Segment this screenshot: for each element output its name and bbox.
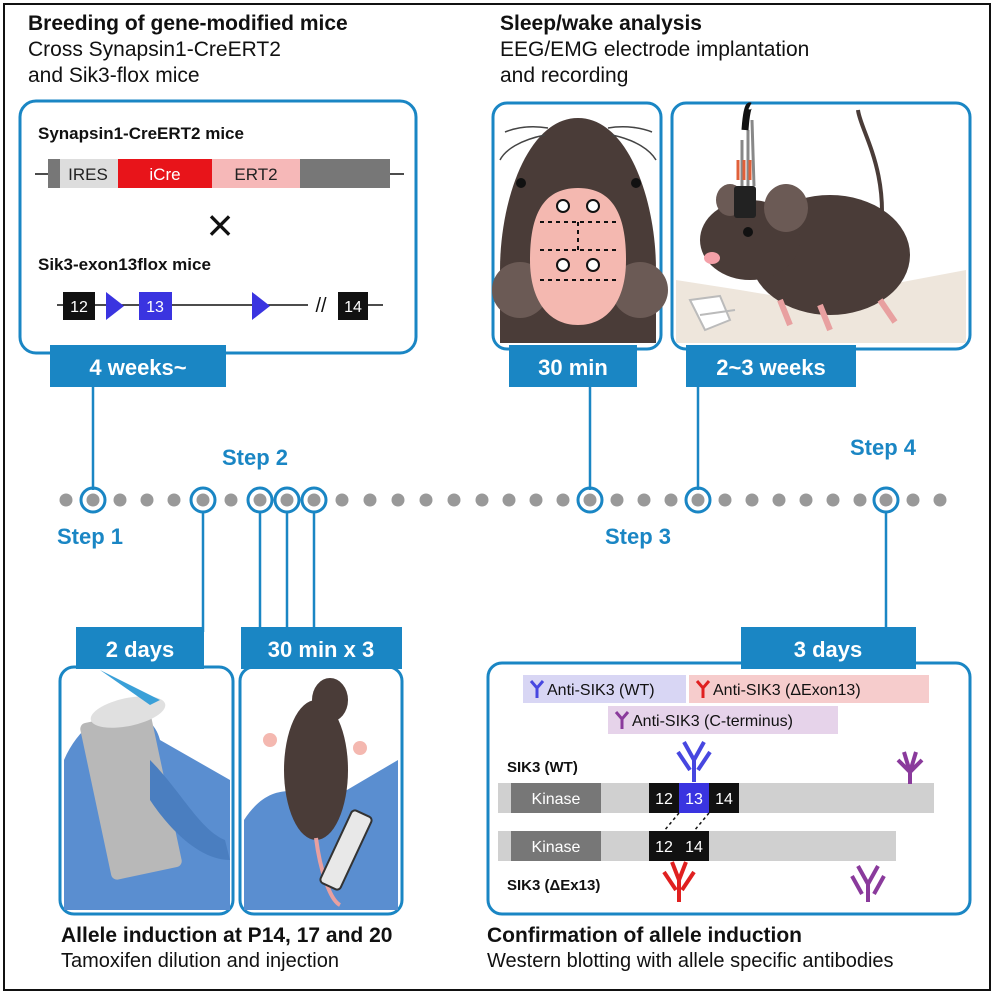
breeding-title: Breeding of gene-modified mice (28, 12, 348, 35)
syringe-icon (319, 809, 373, 891)
sik3-wt-label: SIK3 (WT) (507, 759, 578, 776)
induction-subtitle: Tamoxifen dilution and injection (61, 950, 339, 972)
antibody-wt-label: Anti-SIK3 (WT) (547, 682, 655, 699)
dex-exon14: 14 (685, 839, 703, 856)
figure-frame (3, 3, 991, 991)
sik3-dex13-label: SIK3 (ΔEx13) (507, 877, 600, 894)
dex-exon12: 12 (655, 839, 673, 856)
step2-marker-d (300, 486, 328, 514)
duration-3days: 3 days (794, 637, 863, 662)
duration-30min: 30 min (538, 355, 608, 380)
step2-label: Step 2 (222, 445, 289, 470)
exon14-label: 14 (344, 299, 362, 316)
step4-marker (872, 486, 900, 514)
connector-lines (91, 387, 888, 632)
sleep-line1: EEG/EMG electrode implantation (500, 38, 810, 61)
step3-label: Step 3 (605, 524, 672, 549)
induction-title: Allele induction at P14, 17 and 20 (61, 924, 393, 947)
antibody-cterm-icon-dex (850, 865, 886, 902)
timeline (59, 486, 947, 514)
sleep-line2: and recording (500, 64, 629, 87)
mouse-injection-illustration (244, 678, 398, 910)
exon12-label: 12 (70, 299, 88, 316)
duration-2-3weeks: 2~3 weeks (716, 355, 825, 380)
syn-construct-title: Synapsin1-CreERT2 mice (38, 124, 244, 143)
step2-marker-c (273, 486, 301, 514)
antibody-dex-icon (662, 861, 696, 902)
exon14-box (338, 292, 368, 320)
kinase-domain-dex13: Kinase (532, 839, 581, 856)
antibody-dex-label: Anti-SIK3 (ΔExon13) (713, 682, 861, 699)
step1-marker (79, 486, 107, 514)
antibody-cterm-label: Anti-SIK3 (C-terminus) (632, 713, 793, 730)
exon12-box (63, 292, 95, 320)
wt-exon12: 12 (655, 791, 673, 808)
icre-label: iCre (149, 165, 180, 184)
step3-marker-b (684, 486, 712, 514)
electrode-connector (734, 186, 756, 218)
duration-30minx3: 30 min x 3 (268, 637, 374, 662)
break-mark: // (315, 295, 327, 317)
step1-label: Step 1 (57, 524, 124, 549)
step2-marker-a (189, 486, 217, 514)
ert2-label: ERT2 (234, 165, 277, 184)
duration-tab-4weeks (50, 345, 226, 387)
step2-marker-b (246, 486, 274, 514)
mouse-recording-illustration (676, 102, 966, 343)
exon13-box (139, 292, 172, 320)
confirmation-subtitle: Western blotting with allele specific an… (487, 950, 894, 972)
cross-symbol: × (207, 199, 234, 251)
duration-tab-2days (76, 627, 204, 669)
breeding-line1: Cross Synapsin1-CreERT2 (28, 38, 281, 61)
confirmation-title: Confirmation of allele induction (487, 924, 802, 947)
step3-marker-a (576, 486, 604, 514)
sleep-title: Sleep/wake analysis (500, 12, 702, 35)
breeding-line2: and Sik3-flox mice (28, 64, 200, 87)
loxp-site-1 (106, 292, 124, 320)
antibody-wt-icon (676, 741, 712, 782)
ires-label: IRES (68, 165, 108, 184)
sik3-construct-title: Sik3-exon13flox mice (38, 255, 211, 274)
duration-tab-3days (741, 627, 916, 669)
duration-tab-30min (509, 345, 637, 387)
ires-segment (60, 159, 118, 188)
tamoxifen-dilution-illustration (64, 670, 230, 910)
exon13-label: 13 (146, 299, 164, 316)
step4-label: Step 4 (850, 435, 917, 460)
icre-segment (118, 159, 212, 188)
duration-4weeks: 4 weeks~ (89, 355, 186, 380)
duration-tab-30minx3 (241, 627, 402, 669)
wt-exon14: 14 (715, 791, 733, 808)
duration-tab-2-3weeks (686, 345, 856, 387)
duration-2days: 2 days (106, 637, 175, 662)
ert2-segment (212, 159, 300, 188)
mouse-head-illustration (492, 118, 668, 343)
loxp-site-2 (252, 292, 270, 320)
antibody-cterm-icon-wt (896, 751, 924, 784)
wt-exon13: 13 (685, 791, 703, 808)
kinase-domain-wt: Kinase (532, 791, 581, 808)
